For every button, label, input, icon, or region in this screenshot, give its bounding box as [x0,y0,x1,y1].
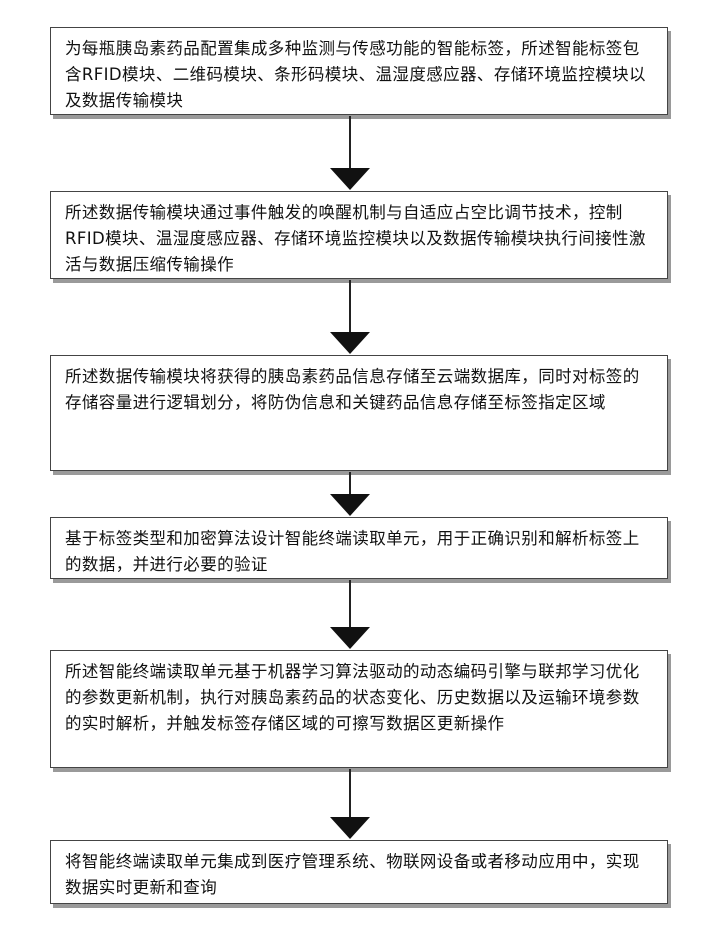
step-text-2: 所述数据传输模块通过事件触发的唤醒机制与自适应占空比调节技术，控制RFID模块、… [65,200,655,278]
step-box-3: 所述数据传输模块将获得的胰岛素药品信息存储至云端数据库，同时对标签的存储容量进行… [50,355,668,471]
step-text-1: 为每瓶胰岛素药品配置集成多种监测与传感功能的智能标签，所述智能标签包含RFID模… [65,36,655,114]
arrow-line [349,280,351,336]
arrow-connector-2 [330,280,370,354]
arrow-line [349,116,351,172]
step-box-6: 将智能终端读取单元集成到医疗管理系统、物联网设备或者移动应用中，实现数据实时更新… [50,840,668,904]
arrow-line [349,580,351,631]
step-text-6: 将智能终端读取单元集成到医疗管理系统、物联网设备或者移动应用中，实现数据实时更新… [65,849,655,901]
step-text-5: 所述智能终端读取单元基于机器学习算法驱动的动态编码引擎与联邦学习优化的参数更新机… [65,659,655,737]
arrow-down-icon [330,332,370,354]
arrow-down-icon [330,627,370,649]
step-box-2: 所述数据传输模块通过事件触发的唤醒机制与自适应占空比调节技术，控制RFID模块、… [50,191,668,279]
arrow-line [349,769,351,821]
arrow-connector-4 [330,580,370,649]
arrow-down-icon [330,817,370,839]
arrow-connector-3 [330,472,370,516]
step-text-3: 所述数据传输模块将获得的胰岛素药品信息存储至云端数据库，同时对标签的存储容量进行… [65,364,655,416]
arrow-down-icon [330,494,370,516]
arrow-connector-1 [330,116,370,190]
step-box-5: 所述智能终端读取单元基于机器学习算法驱动的动态编码引擎与联邦学习优化的参数更新机… [50,650,668,768]
arrow-down-icon [330,168,370,190]
step-box-1: 为每瓶胰岛素药品配置集成多种监测与传感功能的智能标签，所述智能标签包含RFID模… [50,27,668,115]
step-text-4: 基于标签类型和加密算法设计智能终端读取单元，用于正确识别和解析标签上的数据，并进… [65,526,655,578]
step-box-4: 基于标签类型和加密算法设计智能终端读取单元，用于正确识别和解析标签上的数据，并进… [50,517,668,579]
arrow-connector-5 [330,769,370,839]
